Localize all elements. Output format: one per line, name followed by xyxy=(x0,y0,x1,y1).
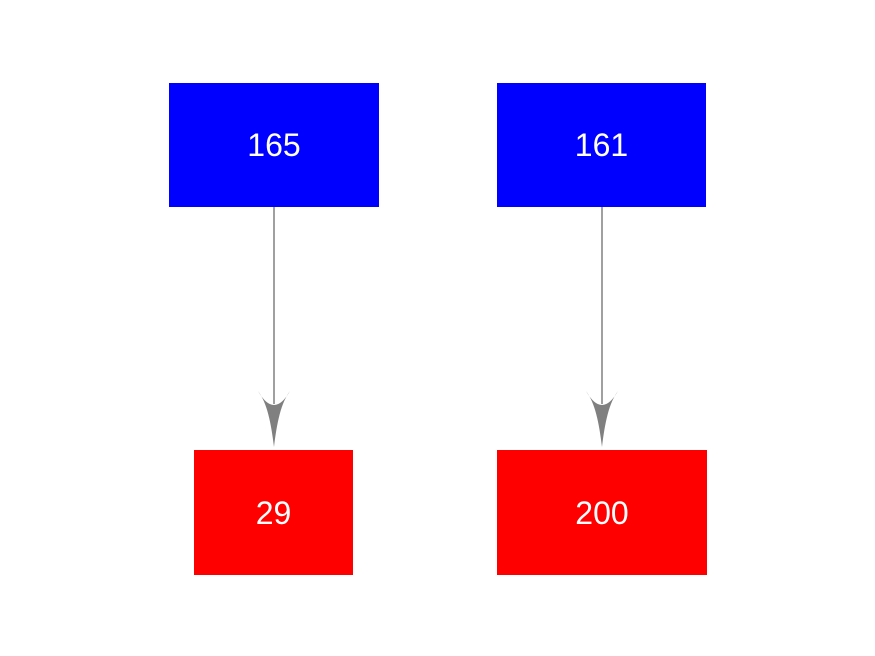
arrowhead-icon xyxy=(586,391,618,447)
node-label: 165 xyxy=(247,127,301,163)
node-label: 200 xyxy=(575,494,629,531)
node-161: 161 xyxy=(497,83,706,207)
node-200: 200 xyxy=(497,450,707,575)
node-label: 161 xyxy=(574,127,629,163)
node-label: 29 xyxy=(255,494,292,531)
arrowhead-icon xyxy=(258,391,290,447)
arrow-161-to-200 xyxy=(586,207,618,447)
node-29: 29 xyxy=(194,450,353,575)
node-165: 165 xyxy=(169,83,379,207)
arrow-165-to-29 xyxy=(258,207,290,447)
